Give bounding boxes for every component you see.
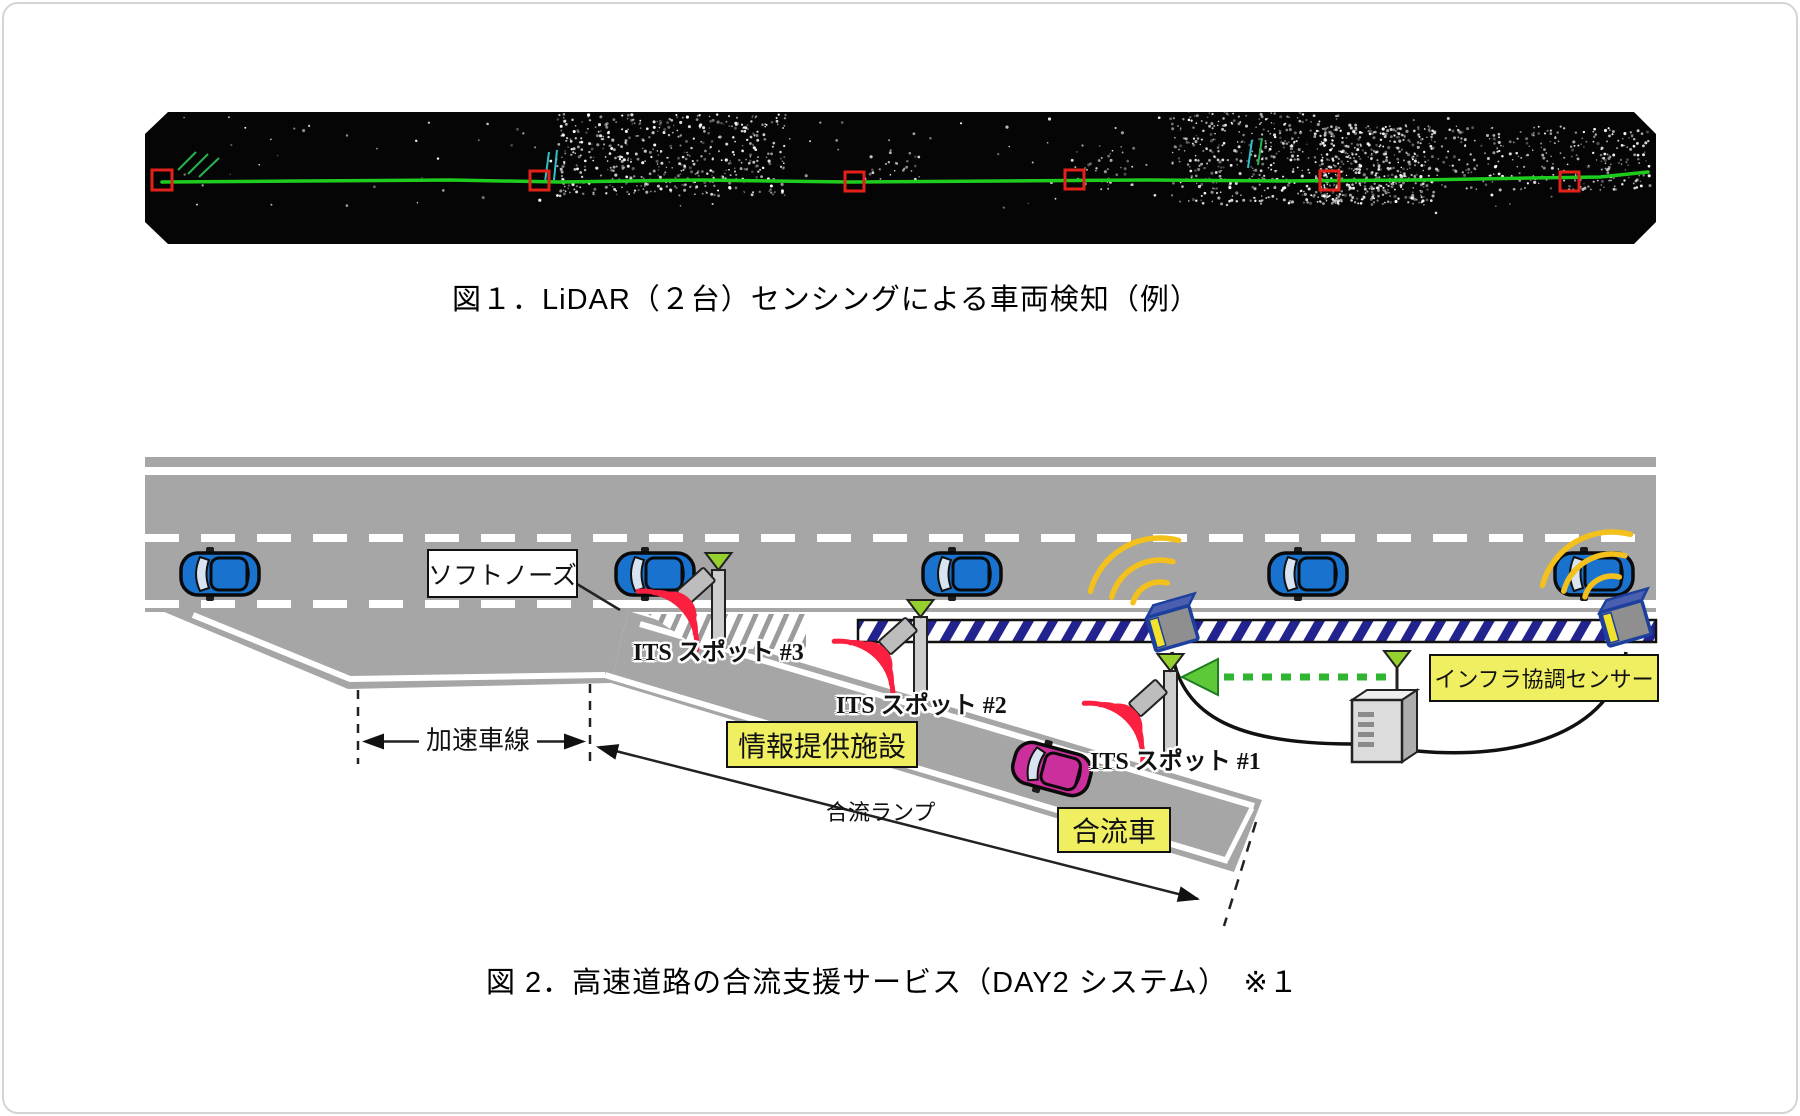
info-facility-label: 情報提供施設 (726, 721, 918, 768)
merging-car-label-text: 合流車 (1072, 810, 1156, 850)
car-blue-4 (1269, 547, 1347, 601)
lidar-pointcloud-image (145, 111, 1656, 244)
its-spot-1-unit (1084, 654, 1183, 762)
cabinet-antenna-icon (1384, 651, 1410, 668)
soft-nose-label-text: ソフトノーズ (428, 556, 577, 592)
figure2-caption: 図 2．高速道路の合流支援サービス（DAY2 システム） ※１ (486, 959, 1299, 1001)
its-spot-1-label: ITS スポット #1 (1090, 749, 1261, 775)
merging-car-label: 合流車 (1057, 807, 1171, 853)
its-spot-3-label: ITS スポット #3 (633, 640, 804, 666)
soft-nose-label: ソフトノーズ (427, 549, 578, 598)
its1-pole (1164, 671, 1177, 757)
accel-lane-label: 加速車線 (419, 726, 537, 755)
barrier-stripe-bar (858, 620, 1656, 642)
roadside-cabinet (1352, 651, 1417, 762)
its1-antenna-icon (1158, 654, 1184, 671)
figure1-caption: 図１．LiDAR（２台）センシングによる車両検知（例） (452, 276, 1200, 318)
merge-ramp-label: 合流ランプ (826, 801, 935, 825)
its-spot-2-label: ITS スポット #2 (836, 693, 1007, 719)
car-blue-1 (181, 547, 259, 601)
info-facility-label-text: 情報提供施設 (738, 725, 906, 765)
data-link-arrow (1182, 659, 1386, 695)
infra-sensor-label-text: インフラ協調センサー (1434, 662, 1653, 694)
infra-sensor-label: インフラ協調センサー (1429, 654, 1659, 702)
car-blue-3 (923, 547, 1001, 601)
